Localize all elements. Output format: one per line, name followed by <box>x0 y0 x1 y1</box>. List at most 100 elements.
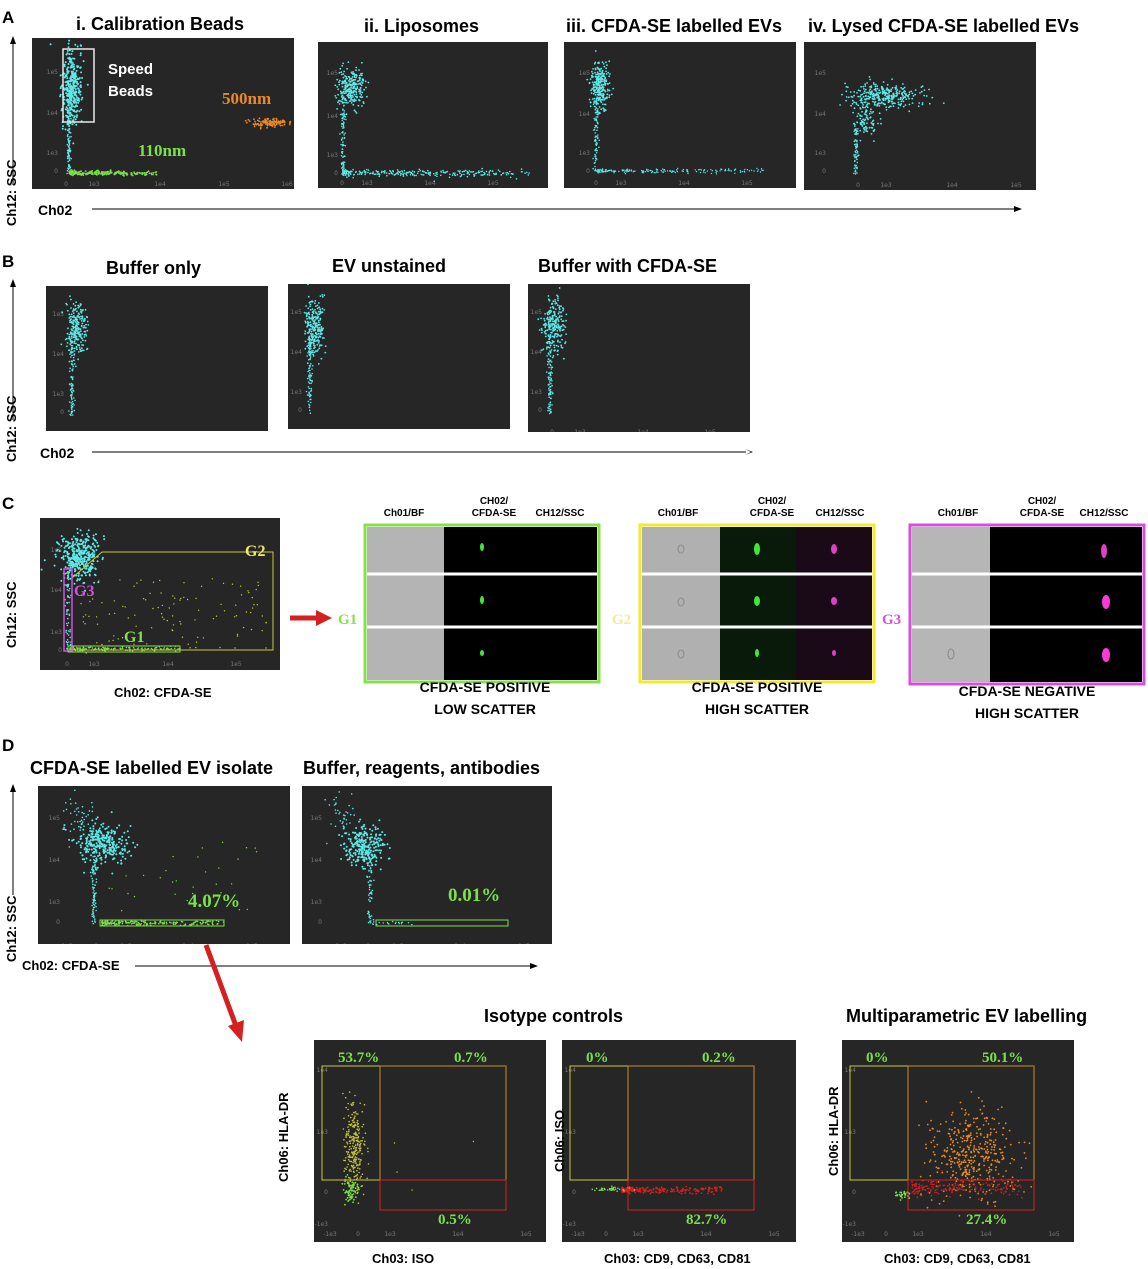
x-tick-label: 0 <box>94 943 98 944</box>
x-tick-label: 1e5 <box>518 943 530 944</box>
gate-box <box>375 919 509 927</box>
x-tick-label: 1e4 <box>424 180 436 187</box>
x-tick-label: 1e3 <box>361 180 373 187</box>
y-tick-label: 1e3 <box>47 150 59 157</box>
event-cloud <box>591 1185 636 1192</box>
channel-header: CH02/ CFDA-SE <box>749 496 795 519</box>
size-label: 110nm <box>138 141 186 160</box>
y-axis-label: Ch12: SSC <box>4 895 19 962</box>
gate-lower-right <box>627 1179 755 1211</box>
y-tick-label: 0 <box>56 919 60 926</box>
gate-upper-right <box>379 1065 507 1181</box>
y-tick-label: 1e3 <box>291 389 303 396</box>
x-axis-label: Ch02: CFDA-SE <box>114 685 212 700</box>
isotype-controls-title: Isotype controls <box>484 1006 624 1026</box>
quadrant-percent: 0.2% <box>702 1050 736 1066</box>
quadrant-percent: 53.7% <box>338 1050 379 1066</box>
y-tick-label: 1e5 <box>327 70 339 77</box>
event-stem <box>305 338 314 414</box>
x-axis-label: Ch02 <box>38 202 73 218</box>
event-cloud <box>918 1091 1033 1217</box>
x-tick-label: 1e4 <box>162 661 174 668</box>
x-tick-label: -1e3 <box>333 943 347 944</box>
gate-upper-left <box>849 1065 909 1181</box>
channel-header: CH12/SSC <box>535 508 585 519</box>
plot-title: Buffer with CFDA-SE <box>538 256 717 276</box>
x-tick-label: 1e3 <box>615 180 627 187</box>
y-tick-label: 1e3 <box>53 391 65 398</box>
sparse-events <box>80 578 267 649</box>
x-tick-label: 1e4 <box>980 1231 992 1238</box>
event-cloud <box>62 789 94 848</box>
gate-box <box>62 48 95 123</box>
gate-label-g1: G1 <box>338 612 358 628</box>
y-tick-label: 1e3 <box>579 150 591 157</box>
y-tick-label: 0 <box>538 407 542 414</box>
x-tick-label: -1e3 <box>571 1231 585 1238</box>
quadrant-percent: 0.7% <box>454 1050 488 1066</box>
plot-title: i. Calibration Beads <box>76 14 245 34</box>
quadrant-percent: 82.7% <box>686 1212 727 1228</box>
x-tick-label: 1e5 <box>1010 182 1022 189</box>
x-tick-label: 0 <box>594 180 598 187</box>
y-tick-label: 0 <box>54 168 58 175</box>
quadrant-percent: 27.4% <box>966 1212 1007 1228</box>
event-cloud <box>341 1174 363 1206</box>
y-tick-label: 1e4 <box>311 857 323 864</box>
x-tick-label: 1e3 <box>88 661 100 668</box>
x-tick-label: 1e5 <box>520 1231 532 1238</box>
x-tick-label: -1e3 <box>323 1231 337 1238</box>
x-tick-label: 1e4 <box>637 429 649 432</box>
event-band <box>372 920 413 926</box>
y-tick-label: 0 <box>334 170 338 177</box>
y-tick-label: 0 <box>318 919 322 926</box>
gate-g1 <box>67 645 181 653</box>
y-axis-label: Ch06: ISO <box>552 1109 567 1172</box>
x-tick-label: 1e4 <box>700 1231 712 1238</box>
speed-beads-label: Speed <box>108 61 153 78</box>
quadrant-percent: 50.1% <box>982 1050 1023 1066</box>
event-cloud <box>839 76 945 113</box>
x-tick-label: 1e3 <box>384 1231 396 1238</box>
y-tick-label: 0 <box>586 168 590 175</box>
x-axis-label: Ch02: CFDA-SE <box>22 958 120 973</box>
event-stem <box>64 567 72 650</box>
y-tick-label: 1e3 <box>531 389 543 396</box>
y-tick-label: -1e3 <box>563 1221 577 1228</box>
x-tick-label: 1e5 <box>218 181 230 188</box>
x-tick-label: 1e3 <box>120 943 132 944</box>
plot-title: iii. CFDA-SE labelled EVs <box>566 16 783 36</box>
plot-title: Buffer, reagents, antibodies <box>303 758 541 778</box>
y-axis-label: Ch06: HLA-DR <box>276 1092 291 1182</box>
event-cloud <box>49 39 89 145</box>
x-tick-label: 1e4 <box>182 943 194 944</box>
x-tick-label: 1e4 <box>154 181 166 188</box>
gate-upper-right <box>907 1065 1035 1181</box>
x-tick-label: 1e5 <box>768 1231 780 1238</box>
event-stem <box>338 96 347 175</box>
red-arrow-icon <box>316 610 332 626</box>
event-stem <box>68 340 76 416</box>
y-tick-label: 1e4 <box>51 587 63 594</box>
y-tick-label: 1e4 <box>531 349 543 356</box>
panel-label-c: C <box>2 494 15 513</box>
event-stem <box>545 338 554 415</box>
y-tick-label: 1e4 <box>53 351 65 358</box>
x-tick-label: 0 <box>550 429 554 432</box>
y-tick-label: 1e5 <box>47 69 59 76</box>
event-stem <box>592 97 600 172</box>
event-cloud <box>40 527 106 592</box>
gate-upper-right <box>627 1065 755 1181</box>
x-tick-label: 0 <box>356 1231 360 1238</box>
event-stem <box>366 856 375 924</box>
red-arrow-icon <box>228 1020 244 1042</box>
gate-upper-left <box>321 1065 381 1181</box>
x-tick-label: 1e5 <box>246 943 258 944</box>
